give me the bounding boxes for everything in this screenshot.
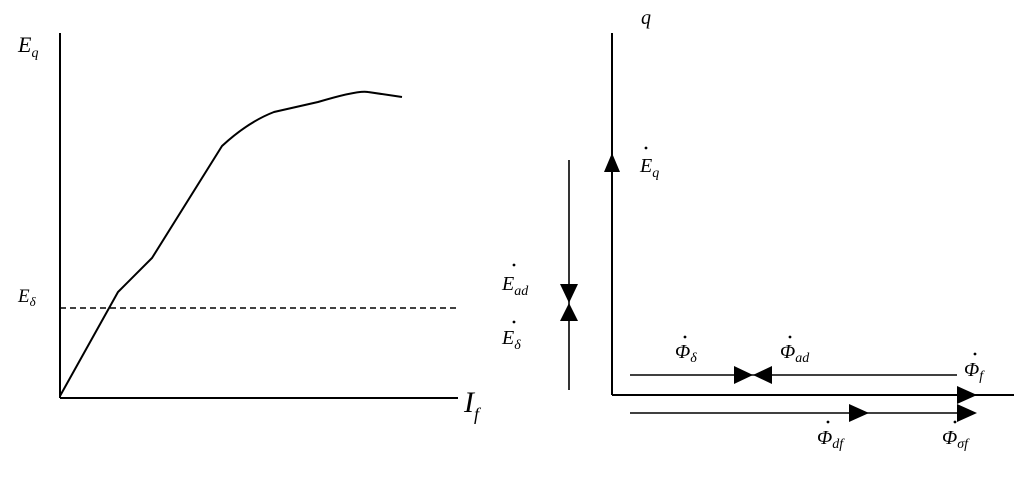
magnetization-curve	[59, 90, 403, 397]
phi-f-arrowhead	[957, 386, 977, 404]
phi-ad-dot	[788, 335, 792, 339]
ead-subscript: ad	[514, 284, 529, 299]
phi-f-dot	[973, 352, 977, 356]
edelta-subscript: δ	[514, 338, 521, 353]
phi-ad-arrowhead	[753, 366, 772, 384]
phi-ad-subscript: ad	[795, 351, 810, 366]
ead-arrowhead	[560, 284, 578, 303]
phi-f-symbol: Φ	[964, 359, 979, 381]
phi-delta-label: Φδ	[675, 341, 697, 366]
left-y-axis-subscript: q	[31, 46, 38, 61]
phi-ad-label: Φad	[780, 341, 810, 366]
phi-delta-arrowhead	[734, 366, 753, 384]
left-y-axis-symbol: E	[17, 32, 32, 57]
edelta-symbol: E	[501, 327, 514, 349]
edelta-dot	[512, 320, 516, 324]
phi-sf-subscript: σf	[957, 437, 970, 452]
eq-arrowhead	[604, 153, 620, 172]
phi-delta-dot	[683, 335, 687, 339]
phi-df-label: Φdf	[817, 427, 845, 452]
e-delta-reference-subscript: δ	[30, 294, 37, 309]
magnetization-graph: Eq If Eδ	[17, 32, 482, 424]
phi-f-label: Φf	[964, 359, 985, 384]
left-x-axis-symbol: I	[463, 386, 476, 419]
left-x-axis-subscript: f	[474, 404, 482, 424]
phi-delta-subscript: δ	[690, 351, 697, 366]
q-axis-label: q	[641, 7, 651, 29]
ead-label: Ead	[501, 273, 529, 299]
phi-f-subscript: f	[979, 369, 985, 384]
eq-label: Eq	[639, 155, 659, 181]
edelta-label: Eδ	[501, 327, 521, 353]
phi-df-dot	[826, 420, 830, 424]
edelta-arrowhead	[560, 303, 578, 321]
eq-dot	[644, 146, 648, 150]
phi-df-symbol: Φ	[817, 427, 832, 449]
phi-delta-symbol: Φ	[675, 341, 690, 363]
phi-sf-symbol: Φ	[942, 427, 957, 449]
eq-symbol: E	[639, 155, 652, 177]
phasor-diagram: q Eq Ead Eδ Φδ Φad Φf	[501, 7, 1014, 452]
left-x-axis-label: If	[463, 386, 482, 424]
phi-sf-arrowhead	[957, 404, 977, 422]
phi-df-subscript: df	[832, 437, 845, 452]
phi-sf-label: Φσf	[942, 427, 970, 452]
ead-dot	[512, 263, 516, 267]
phi-sf-dot	[953, 420, 957, 424]
e-delta-reference-symbol: E	[17, 286, 30, 307]
phi-ad-symbol: Φ	[780, 341, 795, 363]
left-y-axis-label: Eq	[17, 32, 38, 61]
eq-subscript: q	[652, 166, 659, 181]
e-delta-reference-label: Eδ	[17, 286, 37, 309]
phi-df-arrowhead	[849, 404, 869, 422]
ead-symbol: E	[501, 273, 514, 295]
